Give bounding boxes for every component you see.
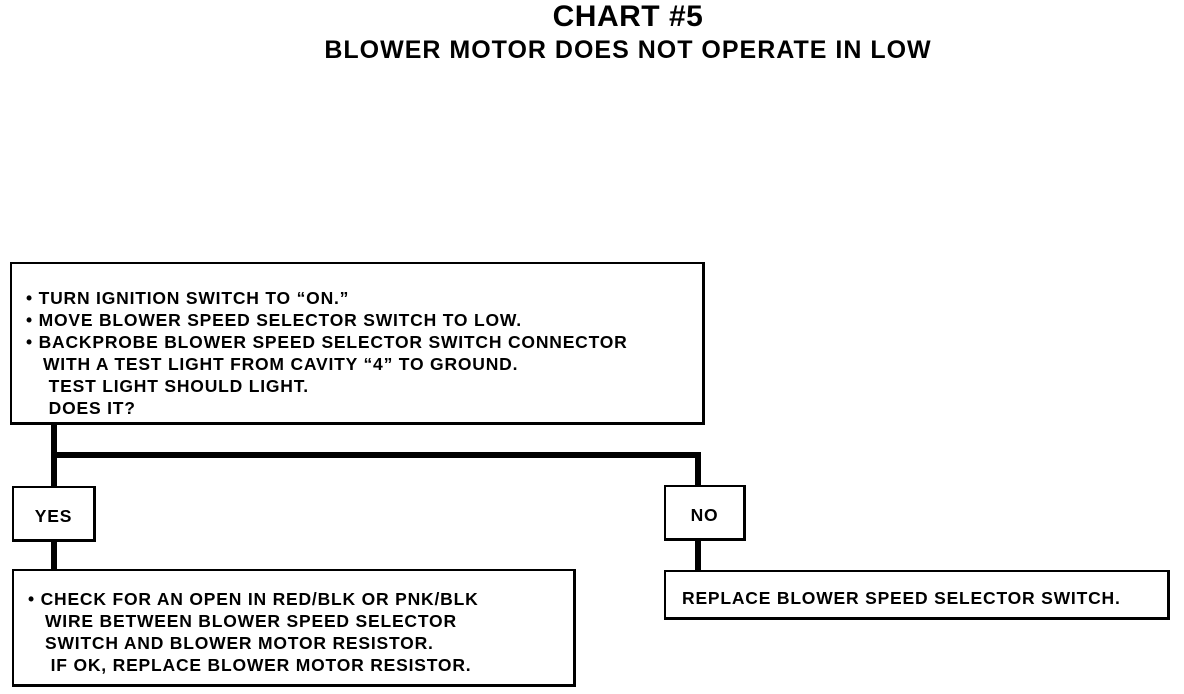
start-step-line: TEST LIGHT SHOULD LIGHT. <box>26 376 309 396</box>
yes-action-box: • CHECK FOR AN OPEN IN RED/BLK OR PNK/BL… <box>12 569 576 687</box>
start-step-box: • TURN IGNITION SWITCH TO “ON.” • MOVE B… <box>10 262 705 425</box>
no-action-label: REPLACE BLOWER SPEED SELECTOR SWITCH. <box>682 588 1121 608</box>
yes-decision-box: YES <box>12 486 96 542</box>
start-step-line: • BACKPROBE BLOWER SPEED SELECTOR SWITCH… <box>26 332 628 352</box>
yes-action-line: SWITCH AND BLOWER MOTOR RESISTOR. <box>28 633 434 653</box>
yes-action-line: • CHECK FOR AN OPEN IN RED/BLK OR PNK/BL… <box>28 589 479 609</box>
start-step-line: • TURN IGNITION SWITCH TO “ON.” <box>26 288 350 308</box>
yes-label: YES <box>34 506 73 526</box>
chart-title: CHART #5 <box>552 0 704 33</box>
no-label: NO <box>690 505 719 525</box>
yes-action-line: IF OK, REPLACE BLOWER MOTOR RESISTOR. <box>28 655 472 675</box>
start-step-line: WITH A TEST LIGHT FROM CAVITY “4” TO GRO… <box>26 354 519 374</box>
no-action-box: REPLACE BLOWER SPEED SELECTOR SWITCH. <box>664 570 1170 620</box>
start-step-line: • MOVE BLOWER SPEED SELECTOR SWITCH TO L… <box>26 310 522 330</box>
chart-subtitle: BLOWER MOTOR DOES NOT OPERATE IN LOW <box>324 36 932 64</box>
yes-action-line: WIRE BETWEEN BLOWER SPEED SELECTOR <box>28 611 457 631</box>
start-step-line: DOES IT? <box>26 398 136 418</box>
no-decision-box: NO <box>664 485 746 541</box>
